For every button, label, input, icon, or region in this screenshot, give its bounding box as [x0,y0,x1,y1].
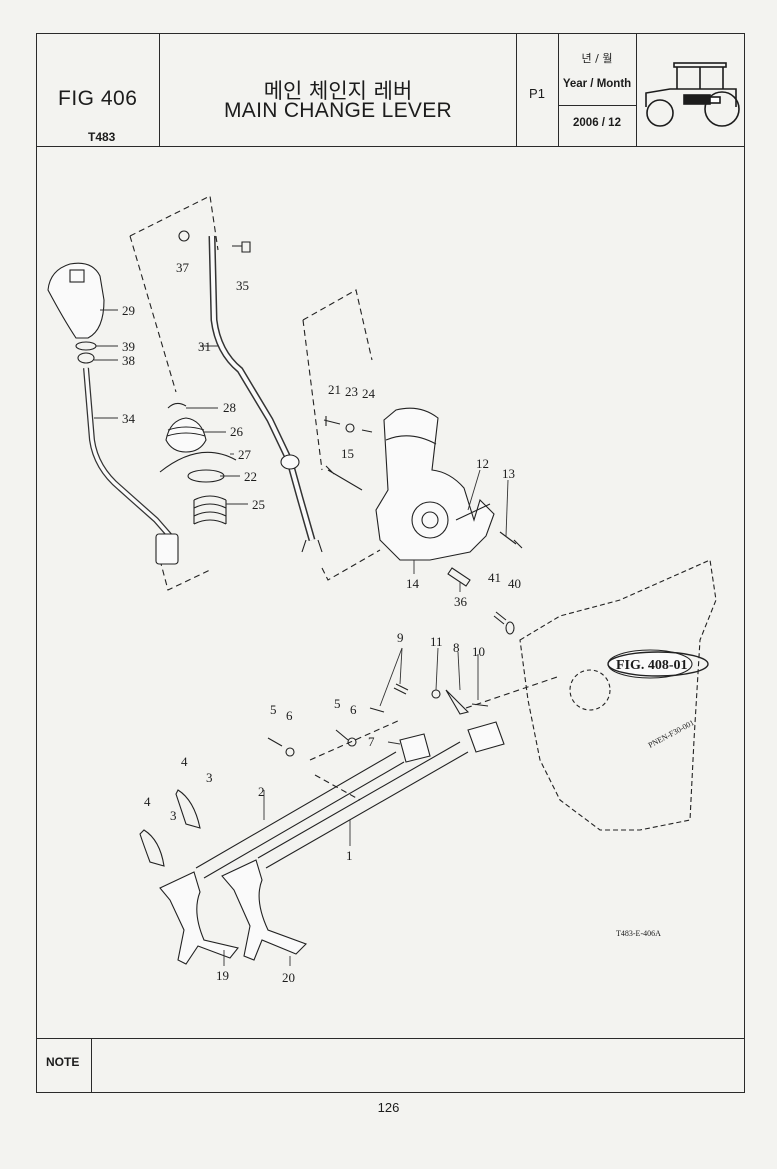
callout-22: 22 [244,469,257,484]
callout-15: 15 [341,446,354,461]
housing-stamp: PNEN-F30-001 [647,718,696,750]
figure-code: FIG 406 [58,87,138,110]
header-divider [516,33,517,147]
callout-35: 35 [236,278,249,293]
callout-40: 40 [508,576,521,591]
callout-28: 28 [223,400,236,415]
callout-34: 34 [122,411,136,426]
year-month-value: 2006 / 12 [573,117,621,129]
note-label: NOTE [46,1055,80,1069]
callout-2: 2 [258,784,265,799]
header-block: FIG 406 T483 메인 체인지 레버 MAIN CHANGE LEVER… [36,33,745,147]
page-label: P1 [529,86,545,101]
callout-7: 7 [368,734,375,749]
header-divider [159,33,160,147]
callout-20: 20 [282,970,295,985]
header-divider [636,33,637,147]
callout-3-upper: 3 [206,770,213,785]
callout-38: 38 [122,353,135,368]
callout-27: 27 [238,447,252,462]
callout-26: 26 [230,424,244,439]
callout-14: 14 [406,576,420,591]
note-divider [91,1039,92,1092]
callout-9: 9 [397,630,404,645]
note-row: NOTE [36,1038,745,1093]
callout-41: 41 [488,570,501,585]
title-korean: 메인 체인지 레버 [263,79,413,103]
callout-5-left: 5 [270,702,277,717]
callout-6-left: 6 [286,708,293,723]
callout-1: 1 [346,848,353,863]
year-month-label: Year / Month [562,78,632,90]
callout-25: 25 [252,497,265,512]
header-divider [558,33,559,147]
callout-5-right: 5 [334,696,341,711]
callout-8: 8 [453,640,460,655]
figure-reference-oval [607,651,709,677]
callout-3-lower: 3 [170,808,177,823]
callout-31: 31 [198,339,211,354]
page-frame [36,33,745,1093]
model-code: T483 [88,130,116,144]
callout-19: 19 [216,968,229,983]
callout-4-upper: 4 [181,754,188,769]
callout-37: 37 [176,260,190,275]
callout-24: 24 [362,386,376,401]
callout-12: 12 [476,456,489,471]
year-month-divider [558,105,636,106]
callout-10: 10 [472,644,485,659]
tractor-icon [645,62,740,127]
callout-39: 39 [122,339,135,354]
callout-13: 13 [502,466,515,481]
callout-6-right: 6 [350,702,357,717]
title-english: MAIN CHANGE LEVER [224,99,452,122]
figure-reference: FIG. 408-01 [616,658,688,673]
callout-29: 29 [122,303,135,318]
year-month-korean-label: 년 / 월 [581,52,613,65]
callout-4-lower: 4 [144,794,151,809]
drawing-code: T483-E-406A [616,929,661,938]
callout-21: 21 [328,382,341,397]
callout-23: 23 [345,384,358,399]
callout-11: 11 [430,634,443,649]
callout-36: 36 [454,594,468,609]
page-number: 126 [377,1100,400,1115]
